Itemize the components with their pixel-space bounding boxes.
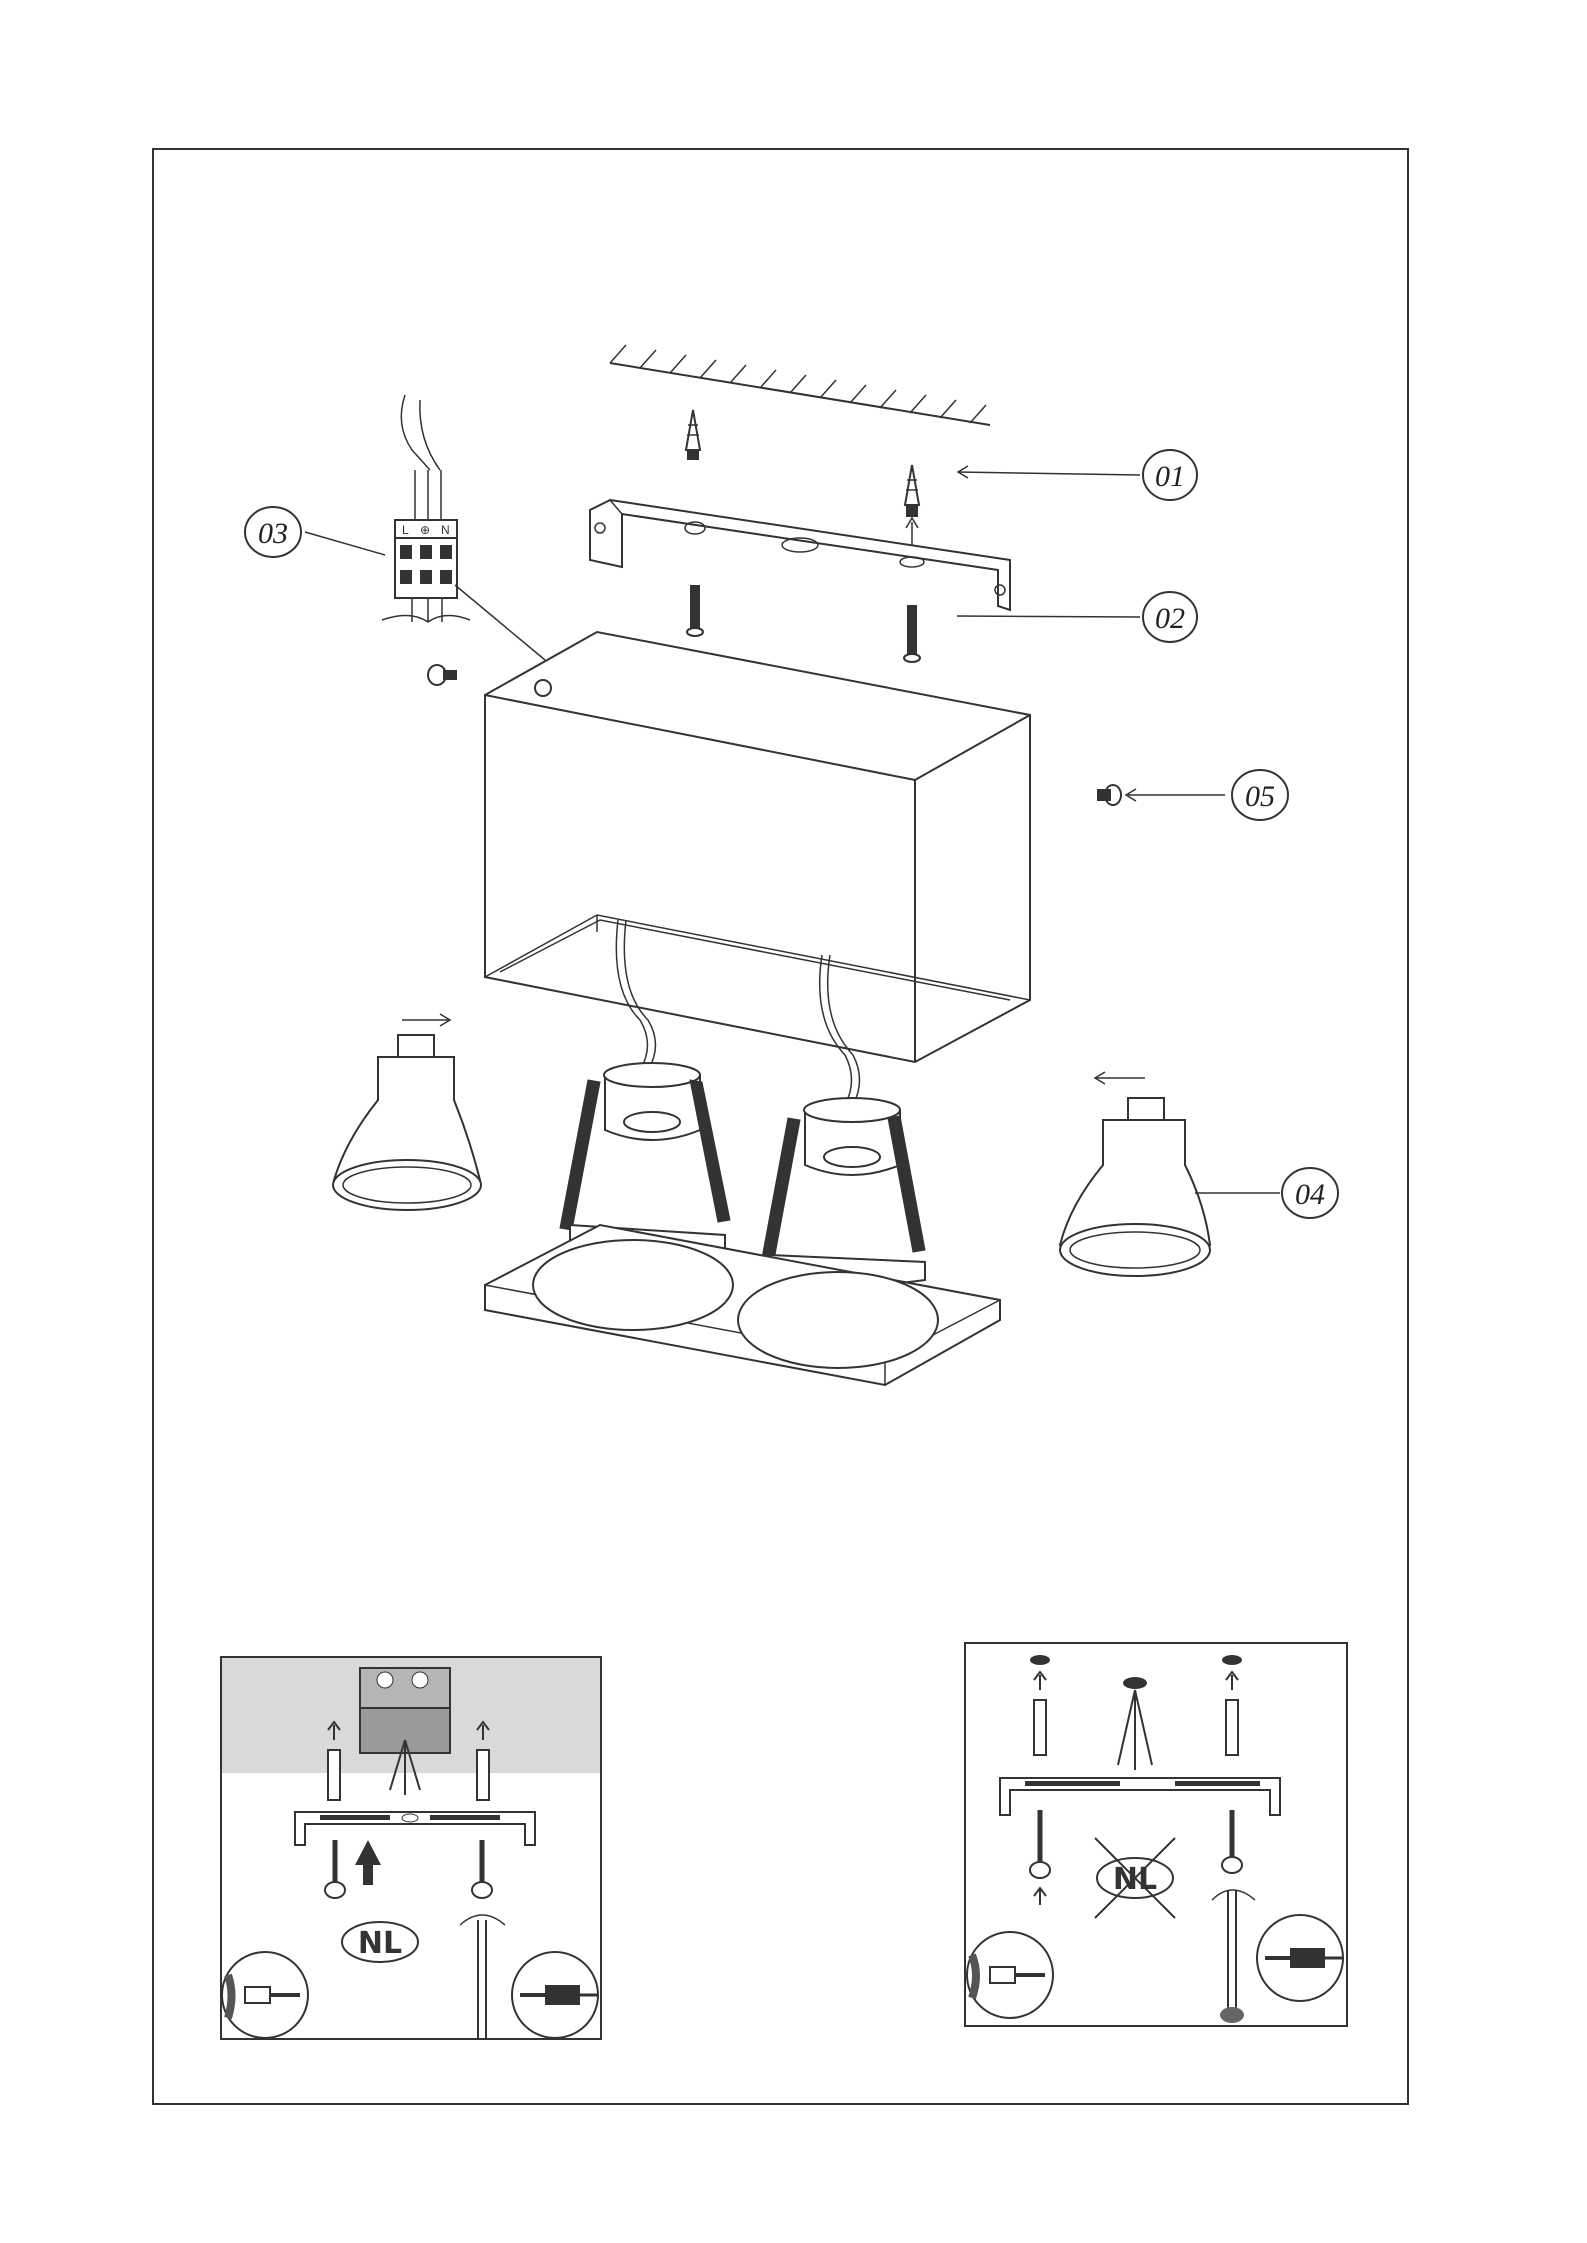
- small-screw-left: [428, 665, 457, 685]
- svg-text:04: 04: [1295, 1178, 1325, 1211]
- bulb-left: [333, 1014, 481, 1210]
- callout-03: 03: [245, 507, 301, 557]
- terminal-label-l: L: [402, 523, 409, 537]
- svg-text:03: 03: [258, 517, 288, 550]
- callout-02: 02: [1143, 592, 1197, 642]
- lamp-holder-left: [604, 1063, 700, 1140]
- svg-text:01: 01: [1155, 460, 1185, 493]
- bracket-screw-left: [687, 585, 703, 636]
- svg-text:05: 05: [1245, 780, 1275, 813]
- lamp-holder-right: [804, 1098, 900, 1175]
- bracket-screw-right: [904, 605, 920, 662]
- nl-badge-incorrect: NL: [1113, 1862, 1157, 1897]
- callout-05: 05: [1232, 770, 1288, 820]
- terminal-block: L ⊕ N: [382, 395, 545, 660]
- terminal-label-n: N: [441, 523, 450, 537]
- wall-plug-right: [905, 465, 919, 545]
- callout-04: 04: [1282, 1168, 1338, 1218]
- mounting-bracket: [590, 500, 1010, 610]
- install-panel-correct: NL: [221, 1657, 601, 2039]
- housing-box: [485, 632, 1030, 1062]
- bulb-right: [1060, 1072, 1210, 1276]
- set-screw: [1097, 785, 1225, 805]
- wall-plug-left: [686, 410, 700, 460]
- callout-01: 01: [1143, 450, 1197, 500]
- svg-text:02: 02: [1155, 602, 1185, 635]
- terminal-label-earth: ⊕: [420, 523, 430, 537]
- install-panel-incorrect: NL: [965, 1643, 1347, 2026]
- ceiling-hatch: [610, 345, 990, 425]
- nl-badge-correct: NL: [358, 1926, 402, 1961]
